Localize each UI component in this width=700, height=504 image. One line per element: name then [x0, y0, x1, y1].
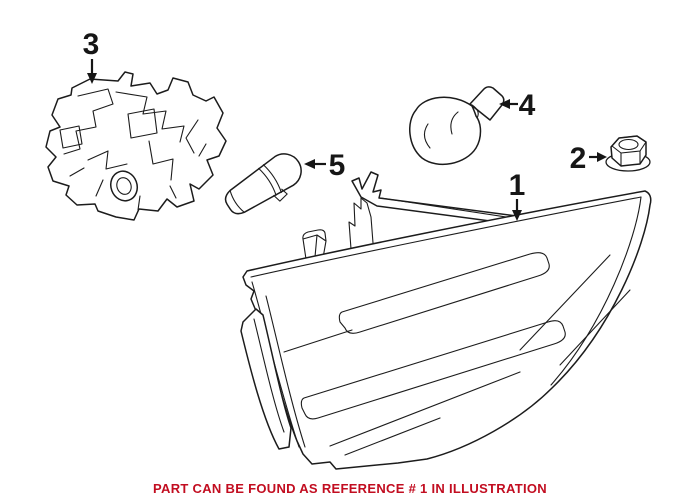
- part-bulb-large: [409, 86, 505, 166]
- tail-light-tab-block: [302, 229, 341, 263]
- callout-3: 3: [83, 28, 100, 84]
- part-hex-flange-nut: [605, 135, 651, 172]
- part-bulb-small: [224, 153, 302, 215]
- callout-4: 4: [499, 89, 536, 122]
- tail-light-band-upper: [338, 252, 550, 334]
- tail-light-top-blade: [351, 171, 533, 227]
- callout-2: 2: [570, 142, 607, 175]
- callout-5: 5: [304, 149, 345, 182]
- callout-2-arrow: [597, 152, 607, 162]
- tail-light-body: [242, 190, 652, 470]
- callout-1-arrow: [512, 210, 522, 221]
- callout-1-number: 1: [509, 169, 526, 202]
- callout-5-arrow: [304, 159, 315, 169]
- callout-3-number: 3: [83, 28, 100, 61]
- socket-ring: [110, 170, 138, 202]
- callout-3-arrow: [87, 73, 97, 84]
- bulb-large-glass: [409, 96, 482, 166]
- bulb-small-outline: [224, 153, 302, 215]
- callout-4-arrow: [499, 99, 510, 109]
- callout-5-number: 5: [329, 149, 346, 182]
- part-bulb-socket-housing: [45, 71, 227, 221]
- callout-2-number: 2: [570, 142, 587, 175]
- part-tail-light-assembly: [240, 171, 652, 470]
- tail-light-tab-prong: [348, 197, 374, 250]
- callout-1: 1: [509, 169, 526, 221]
- socket-housing-outline: [45, 71, 227, 221]
- callout-4-number: 4: [519, 89, 536, 122]
- reference-caption: PART CAN BE FOUND AS REFERENCE # 1 IN IL…: [153, 481, 547, 496]
- nut-hole: [618, 138, 639, 151]
- tail-light-band-lower: [300, 320, 566, 420]
